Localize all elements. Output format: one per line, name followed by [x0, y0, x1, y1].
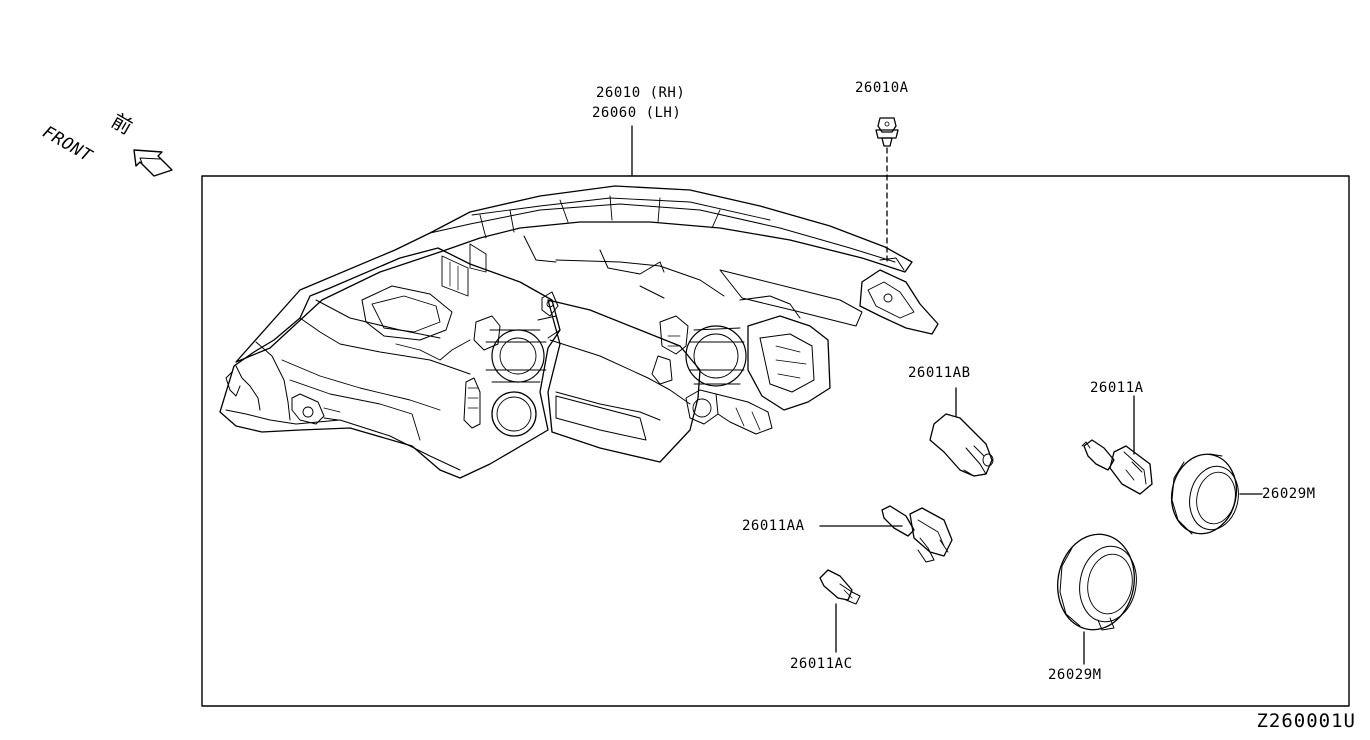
label-bulb-aa: 26011AA: [742, 518, 805, 534]
cap-bottom: [1050, 528, 1142, 636]
bulb-26011ab: [930, 414, 993, 476]
bulb-26011ac: [820, 570, 860, 604]
label-cap-right: 26029M: [1262, 486, 1316, 502]
label-headlamp-rh: 26010 (RH): [596, 85, 686, 101]
diagram-id: Z260001U: [1256, 710, 1356, 732]
label-bulb-a: 26011A: [1090, 380, 1144, 396]
label-bulb-ab: 26011AB: [908, 365, 971, 381]
label-cap-bottom: 26029M: [1048, 667, 1102, 683]
front-arrow-icon: [134, 150, 172, 176]
bulb-26011aa: [882, 506, 952, 562]
headlamp-assembly: [220, 186, 938, 478]
clip-part: [876, 118, 898, 146]
diagram-frame: [202, 176, 1349, 706]
bulb-26011a: [1082, 440, 1152, 494]
label-bulb-ac: 26011AC: [790, 656, 853, 672]
label-clip: 26010A: [855, 80, 909, 96]
label-headlamp-lh: 26060 (LH): [592, 105, 682, 121]
cap-right: [1164, 448, 1244, 540]
